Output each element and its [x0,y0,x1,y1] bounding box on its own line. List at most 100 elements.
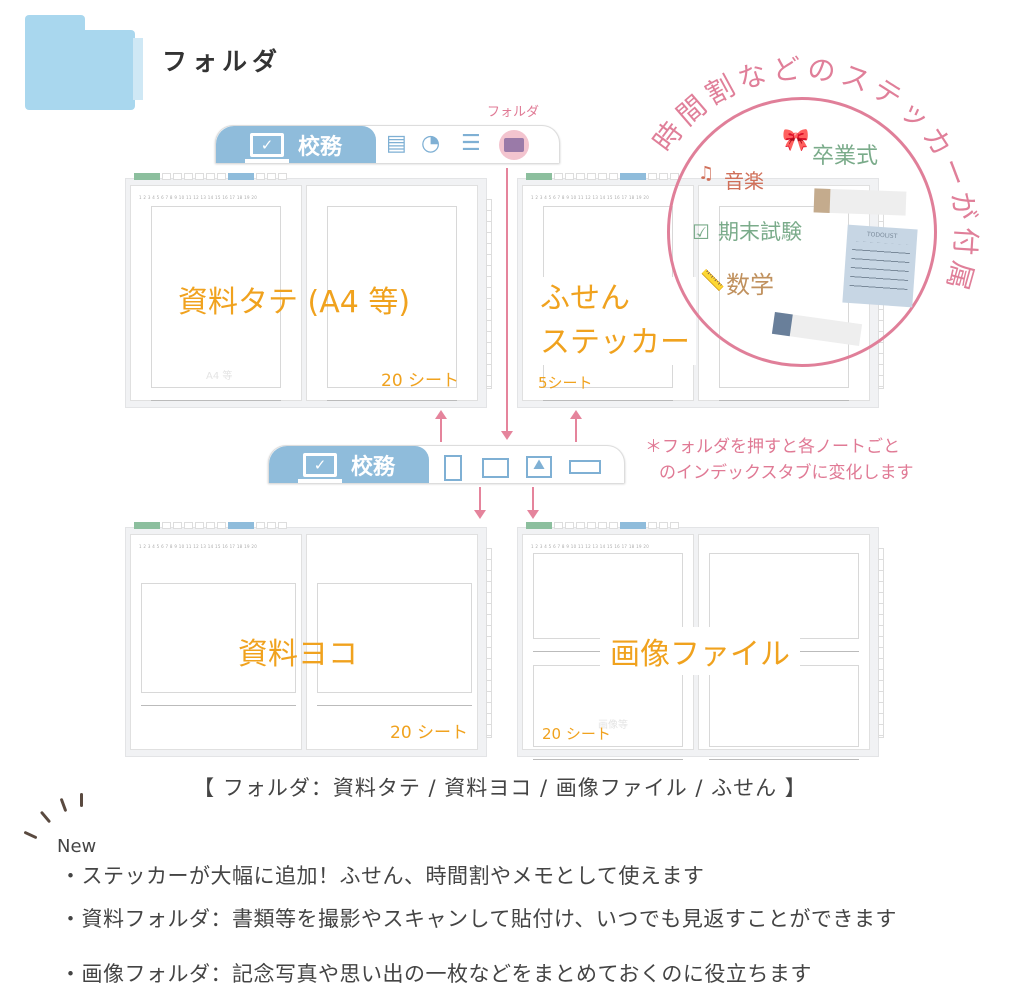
index-tab[interactable] [565,173,574,180]
folder-icon-edge [133,38,143,100]
index-tab[interactable] [576,173,585,180]
arrow-down [474,487,486,519]
index-tab[interactable] [278,173,287,180]
index-tab[interactable] [670,522,679,529]
sticker-final-exam: 期末試験 [718,220,802,244]
content-frame [141,583,296,693]
notebook-portrait-docs[interactable]: 1 2 3 4 5 6 7 8 9 10 11 12 13 14 15 16 1… [125,173,492,408]
index-tab[interactable] [228,173,254,180]
top-tab-bar: ✓ 校務 ▤ ◔ ☰ [215,125,560,163]
index-tab[interactable] [267,522,276,529]
index-tab[interactable] [659,173,668,180]
index-tab[interactable] [206,522,215,529]
index-tab[interactable] [587,173,596,180]
notebook-label-line: ステッカー [540,325,690,360]
index-tab[interactable] [526,522,552,529]
index-tab[interactable] [620,522,646,529]
watermark: A4 等 [206,371,233,382]
index-tab[interactable] [173,173,182,180]
date-line [543,400,673,401]
tab-komu[interactable]: ✓ 校務 [216,126,376,163]
index-tab[interactable] [648,173,657,180]
page-numbers[interactable]: 1 2 3 4 5 6 7 8 9 10 11 12 13 14 15 16 1… [139,195,258,200]
note-line: のインデックスタブに変化します [659,463,914,483]
index-tab[interactable] [648,522,657,529]
index-tab[interactable] [609,173,618,180]
index-tab[interactable] [576,522,585,529]
sticky-note-icon[interactable] [569,460,601,474]
index-tab[interactable] [162,522,171,529]
date-line [317,705,472,706]
index-tab[interactable] [217,522,226,529]
page-numbers[interactable]: 1 2 3 4 5 6 7 8 9 10 11 12 13 14 15 16 1… [139,544,258,549]
folder-caption: 【 フォルダ：資料タテ / 資料ヨコ / 画像ファイル / ふせん 】 [193,776,807,800]
tab-komu[interactable]: ✓ 校務 [269,446,429,483]
index-tab[interactable] [554,522,563,529]
index-tab[interactable] [184,522,193,529]
page-title: フォルダ [162,47,283,76]
index-tab[interactable] [598,173,607,180]
date-line [141,705,296,706]
tab-label: 校務 [350,454,395,480]
ruler-icon: 📏 [700,268,725,292]
index-tab[interactable] [609,522,618,529]
index-tab[interactable] [134,522,160,529]
sticker-math: 数学 [726,271,774,299]
folder-button[interactable] [499,130,529,160]
side-index-tabs[interactable] [486,199,492,389]
notebook-page: 1 2 3 4 5 6 7 8 9 10 11 12 13 14 15 16 1… [130,534,302,750]
index-tab[interactable] [256,522,265,529]
landscape-page-icon[interactable] [482,458,509,478]
date-line [709,759,859,760]
content-frame [317,583,472,693]
index-tab[interactable] [620,173,646,180]
date-line [533,759,683,760]
portrait-page-icon[interactable] [444,455,462,481]
page-numbers[interactable]: 1 2 3 4 5 6 7 8 9 10 11 12 13 14 15 16 1… [531,195,650,200]
folder-icon [504,138,524,152]
notebook-label: 資料タテ (A4 等) [178,285,411,320]
index-tab[interactable] [267,173,276,180]
notebook-landscape-docs[interactable]: 1 2 3 4 5 6 7 8 9 10 11 12 13 14 15 16 1… [125,522,492,757]
index-tab[interactable] [184,173,193,180]
sticker-graduation: 卒業式 [812,144,879,169]
sheet-count: 20 シート [381,371,460,391]
page-numbers[interactable]: 1 2 3 4 5 6 7 8 9 10 11 12 13 14 15 16 1… [531,544,650,549]
index-tab[interactable] [195,522,204,529]
content-frame [151,206,281,388]
index-tab-bar: ✓ 校務 ⛰ [268,445,625,483]
monitor-check-icon: ✓ [297,452,342,483]
arrow-up [435,410,447,442]
index-tab[interactable] [256,173,265,180]
content-frame [327,206,457,388]
side-index-tabs[interactable] [486,548,492,738]
index-tab[interactable] [587,522,596,529]
side-index-tabs[interactable] [878,548,884,738]
date-line [719,400,849,401]
ribbon-icon: 🎀 [782,128,810,153]
sticker-music: 音楽 [724,169,764,193]
index-tab[interactable] [162,173,171,180]
index-tab[interactable] [278,522,287,529]
index-tab[interactable] [173,522,182,529]
index-tab[interactable] [526,173,552,180]
arrow-down [527,487,539,519]
index-tab[interactable] [217,173,226,180]
index-tab[interactable] [134,173,160,180]
index-tab[interactable] [659,522,668,529]
image-icon[interactable]: ⛰ [526,456,552,478]
masking-tape [813,188,907,216]
index-tab[interactable] [554,173,563,180]
sheet-count: 5シート [538,374,593,392]
clock-icon[interactable]: ◔ [421,131,441,156]
index-tab[interactable] [206,173,215,180]
checklist-icon: ☑ [692,220,710,244]
index-tab[interactable] [598,522,607,529]
index-tab[interactable] [195,173,204,180]
speech-bubble-icon[interactable]: ☰ [461,131,481,156]
folder-note: ＊フォルダを押すと各ノートごと のインデックスタブに変化します [645,434,914,486]
index-tab[interactable] [565,522,574,529]
document-icon[interactable]: ▤ [386,131,407,156]
notebook-label: 資料ヨコ [238,637,358,672]
index-tab[interactable] [228,522,254,529]
